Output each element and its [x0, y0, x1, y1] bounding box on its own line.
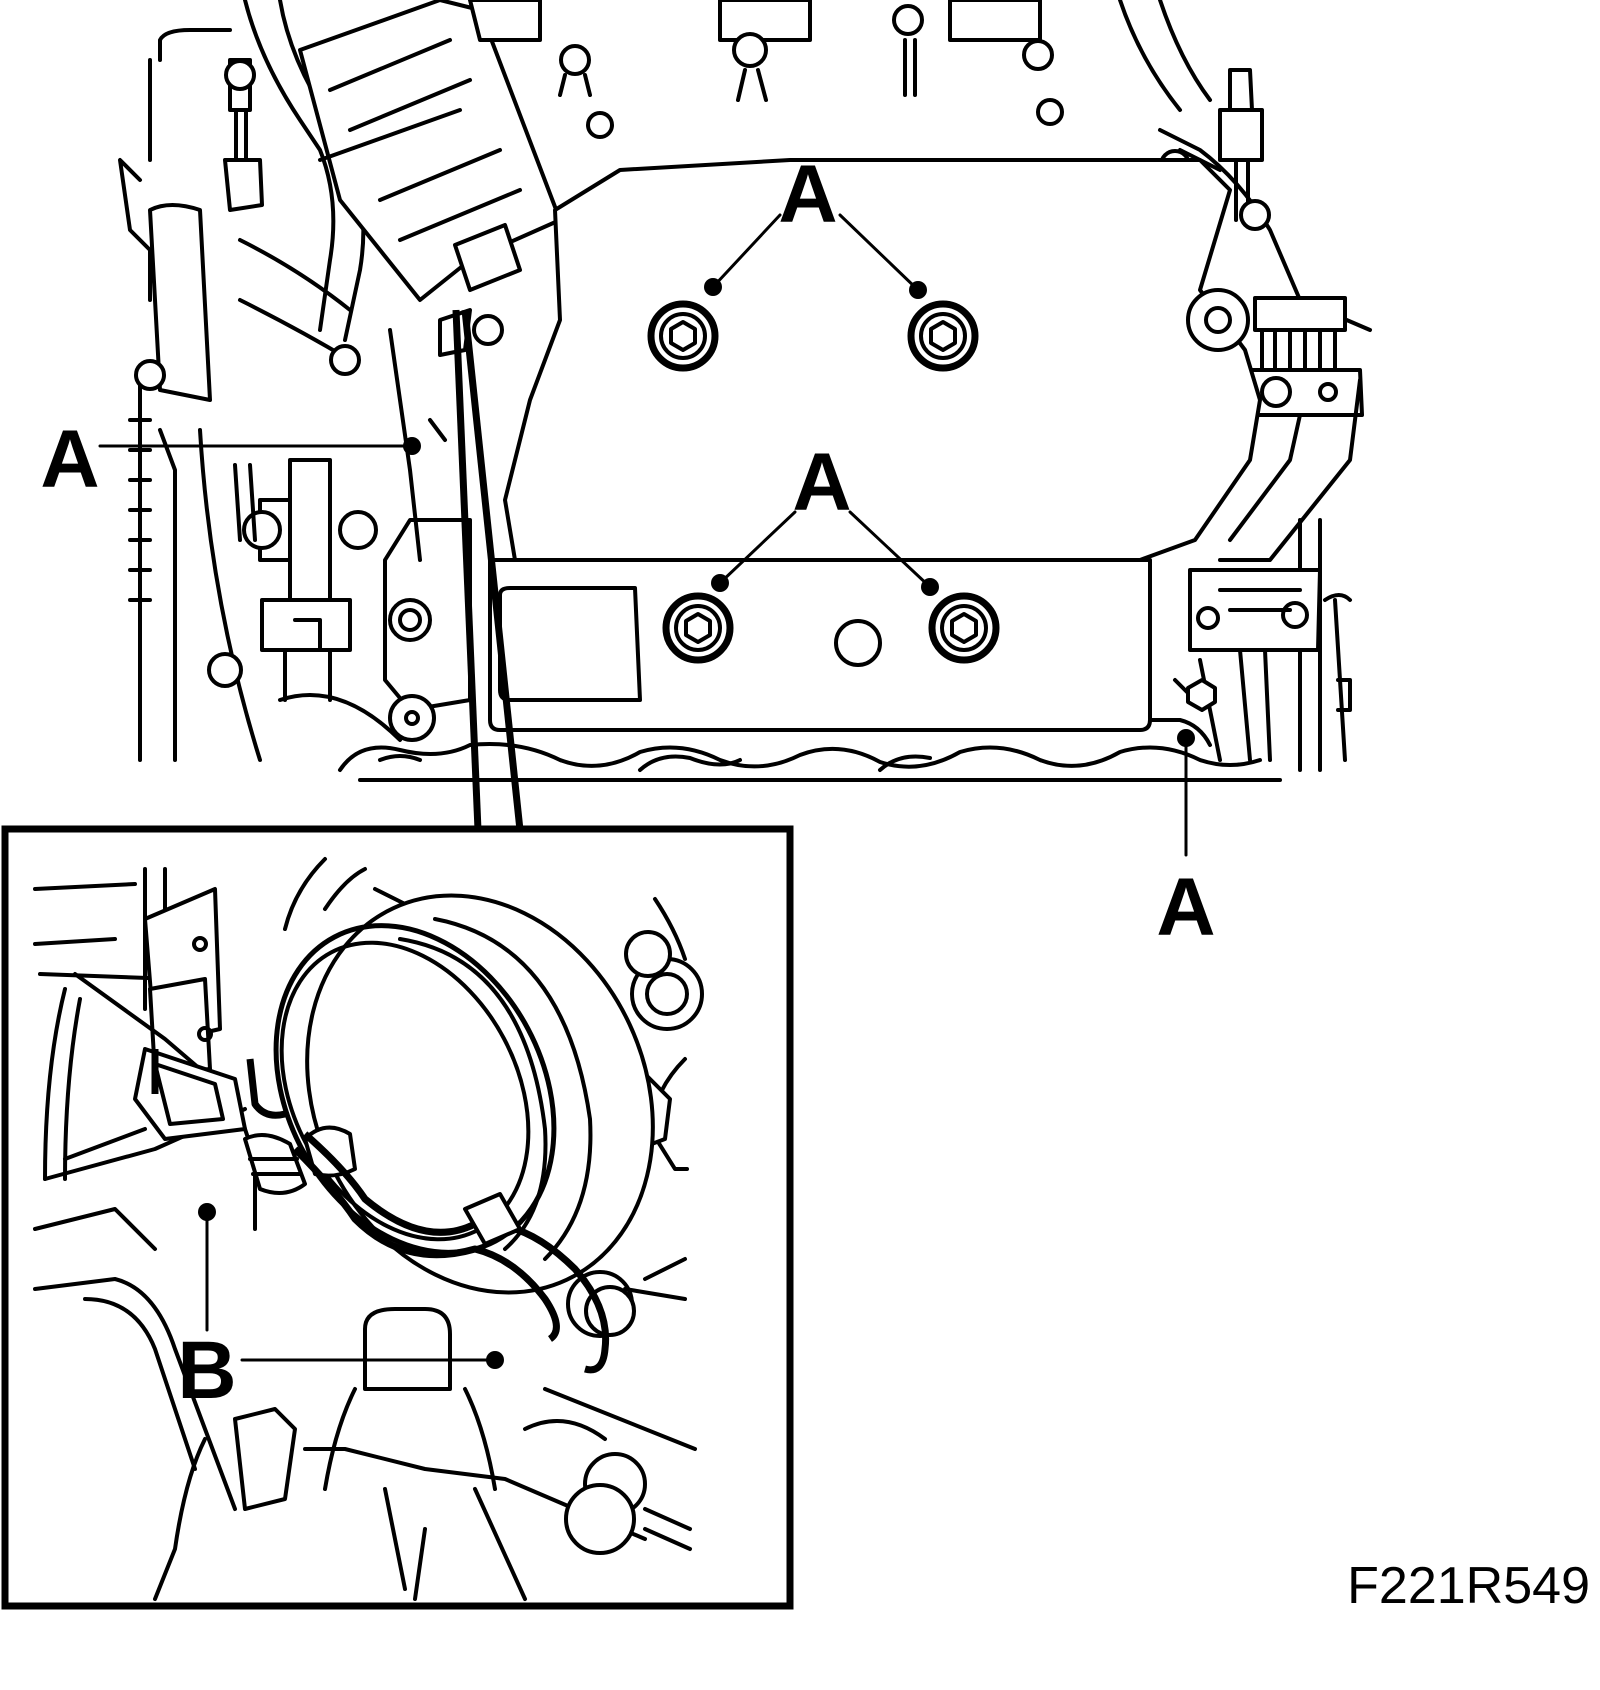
bolt-middle-right	[928, 592, 1000, 664]
callout-a-middle: A	[792, 437, 851, 528]
bolt-middle-left	[662, 592, 734, 664]
sensor-cable	[151, 1049, 610, 1374]
bolt-top-left	[647, 300, 719, 372]
callout-leaders-upper	[98, 213, 1195, 857]
bolt-top-right	[907, 300, 979, 372]
engine-main-view	[118, 0, 1372, 831]
inset-detail	[1, 825, 794, 1610]
callout-a-right: A	[1156, 862, 1215, 953]
callout-a-left: A	[40, 414, 99, 505]
callout-a-top: A	[778, 149, 837, 240]
callout-b: B	[177, 1325, 236, 1416]
callout-leaders-inset	[198, 1203, 504, 1369]
figure-code: F221R549	[1347, 1557, 1590, 1615]
